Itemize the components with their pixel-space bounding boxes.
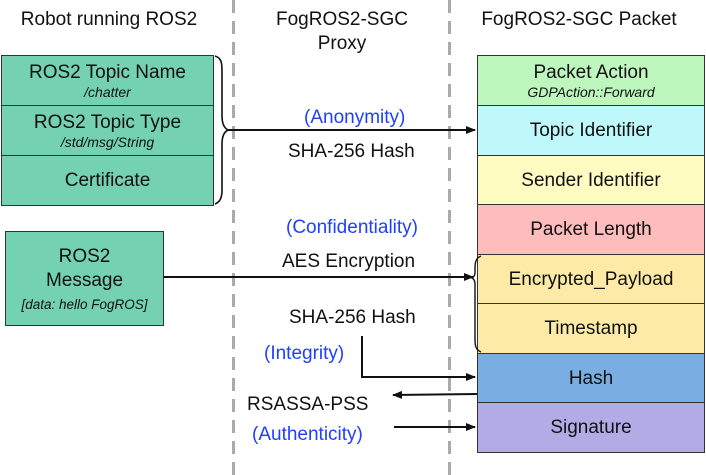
field-label: Packet Length xyxy=(530,218,652,240)
sha-hash-topic-label: SHA-256 Hash xyxy=(288,141,415,162)
message-data: [data: hello FogROS] xyxy=(21,296,148,312)
robot-fields-brace xyxy=(214,55,230,205)
divider-left xyxy=(232,0,235,475)
authenticity-label: (Authenticity) xyxy=(252,424,363,445)
message-title-line1: ROS2 xyxy=(58,245,111,267)
robot-column-title: Robot running ROS2 xyxy=(20,9,198,30)
integrity-arrow xyxy=(361,336,476,381)
field-label: Certificate xyxy=(64,169,151,191)
integrity-label: (Integrity) xyxy=(264,343,345,364)
packet-field-action: Packet Action GDPAction::Forward xyxy=(477,55,705,106)
sha-hash-integrity-label: SHA-256 Hash xyxy=(289,307,416,328)
packet-field-sender-identifier: Sender Identifier xyxy=(477,155,705,206)
packet-field-hash: Hash xyxy=(477,353,705,404)
ros2-message-box: ROS2 Message [data: hello FogROS] xyxy=(5,231,164,326)
field-label: ROS2 Topic Type xyxy=(33,111,182,133)
proxy-title-line1: FogROS2-SGC xyxy=(276,9,408,30)
field-label: Encrypted_Payload xyxy=(508,268,674,290)
field-label: Signature xyxy=(550,416,632,438)
payload-brace xyxy=(470,255,482,353)
field-label: Topic Identifier xyxy=(529,119,653,141)
field-label: Hash xyxy=(568,367,614,389)
field-value: GDPAction::Forward xyxy=(527,83,655,100)
message-title-line2: Message xyxy=(45,269,124,291)
field-value: /std/msg/String xyxy=(60,133,155,150)
divider-right xyxy=(448,0,451,475)
proxy-column-title: FogROS2-SGC Proxy xyxy=(236,8,448,56)
rsassa-pss-label: RSASSA-PSS xyxy=(247,394,369,415)
aes-encryption-label: AES Encryption xyxy=(282,251,416,272)
packet-field-timestamp: Timestamp xyxy=(477,303,705,354)
anonymity-label: (Anonymity) xyxy=(304,107,406,128)
field-label: Packet Action xyxy=(533,61,649,83)
field-label: Sender Identifier xyxy=(521,169,661,191)
packet-column-title: FogROS2-SGC Packet xyxy=(481,9,677,30)
proxy-title-line2: Proxy xyxy=(317,33,367,54)
robot-field-topic-type: ROS2 Topic Type /std/msg/String xyxy=(1,105,214,156)
signing-arrow xyxy=(392,390,478,399)
confidentiality-label: (Confidentiality) xyxy=(286,217,418,238)
field-label: ROS2 Topic Name xyxy=(29,61,186,83)
field-label: Timestamp xyxy=(544,317,638,339)
packet-field-signature: Signature xyxy=(477,402,705,453)
field-value: /chatter xyxy=(84,83,131,100)
robot-field-certificate: Certificate xyxy=(1,155,214,206)
packet-field-encrypted-payload: Encrypted_Payload xyxy=(477,254,705,305)
packet-field-packet-length: Packet Length xyxy=(477,204,705,255)
